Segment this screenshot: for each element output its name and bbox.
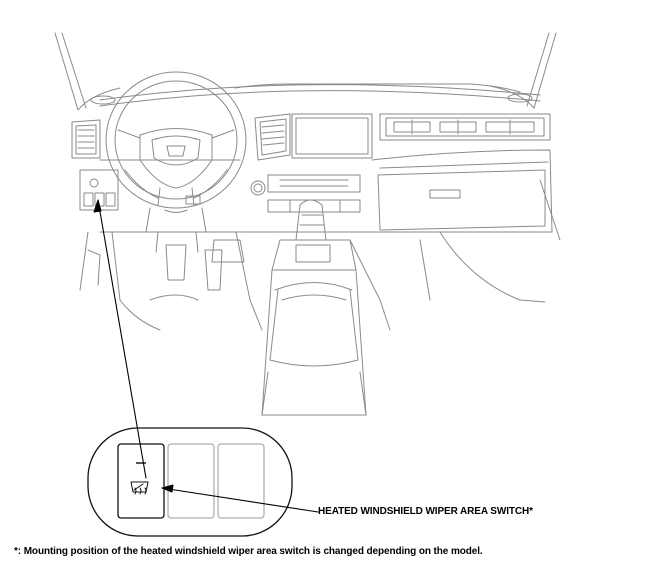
steering-wheel: [105, 71, 247, 209]
leader-lines: [97, 199, 319, 513]
shifter: [271, 199, 357, 271]
floor-lines: [79, 179, 561, 331]
left-air-vent: [71, 119, 101, 159]
windshield-frame: [54, 32, 557, 111]
heated-wiper-area-icon: [130, 481, 149, 495]
right-vent-strip: [379, 113, 551, 141]
footnote: *: Mounting position of the heated winds…: [14, 546, 483, 557]
switch-callout-label: HEATED WINDSHIELD WIPER AREA SWITCH*: [318, 506, 533, 517]
left-switch-panel: [79, 169, 119, 211]
heated-wiper-switch: [117, 443, 165, 519]
center-display: [291, 113, 373, 159]
leader-arrowhead-switch: [161, 484, 174, 493]
dashboard-body: [99, 149, 553, 233]
leader-arrowhead-upper: [93, 199, 102, 213]
center-left-vent: [254, 113, 291, 161]
climate-controls: [250, 174, 361, 213]
center-console: [261, 269, 367, 416]
pedals: [149, 239, 245, 301]
dashboard-top: [90, 83, 541, 107]
inset-callout: [87, 427, 293, 537]
